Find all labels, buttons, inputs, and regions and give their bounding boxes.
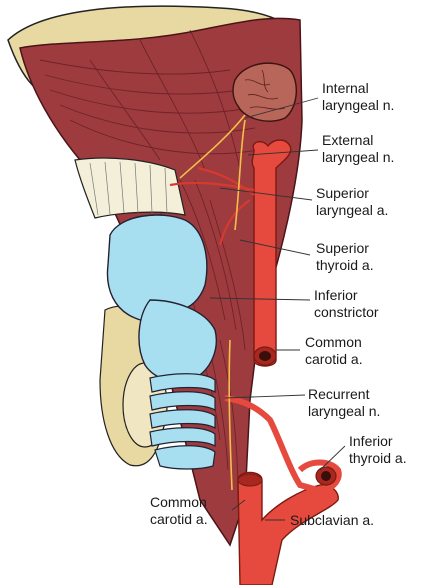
- left-carotid-lumen: [237, 473, 263, 487]
- thyroid-trunk-inner: [321, 471, 331, 481]
- leader-lines: [209, 97, 346, 521]
- label-recurrent-laryngeal-nerve: Recurrent laryngeal n.: [308, 386, 381, 419]
- carotid-lumen-inner: [259, 351, 271, 361]
- subclavian-artery: [237, 471, 339, 585]
- muscle-fibers: [39, 29, 259, 501]
- submandibular-gland: [232, 62, 297, 122]
- label-external-laryngeal-nerve: External laryngeal n.: [322, 132, 395, 165]
- common-carotid-artery: [251, 139, 292, 367]
- label-common-carotid-left: Common carotid a.: [150, 494, 208, 527]
- label-internal-laryngeal-nerve: Internal laryngeal n.: [322, 80, 395, 113]
- superior-thyroid-artery: [169, 166, 255, 246]
- membrane-striations: [89, 161, 168, 216]
- gland-texture: [244, 69, 286, 110]
- thyroid-cartilage: [106, 214, 208, 322]
- label-inferior-constrictor: Inferior constrictor: [314, 287, 379, 320]
- tracheal-rings: [149, 373, 216, 470]
- inferior-thyroid-artery: [224, 395, 342, 494]
- thyrohyoid-membrane: [74, 157, 186, 219]
- label-subclavian-artery: Subclavian a.: [290, 512, 375, 528]
- label-common-carotid-right: Common carotid a.: [305, 334, 363, 367]
- label-superior-laryngeal-artery: Superior laryngeal a.: [316, 185, 389, 218]
- label-inferior-thyroid-artery: Inferior thyroid a.: [349, 433, 407, 466]
- laryngeal-nerves: [179, 114, 246, 491]
- label-superior-thyroid-artery: Superior thyroid a.: [316, 240, 374, 273]
